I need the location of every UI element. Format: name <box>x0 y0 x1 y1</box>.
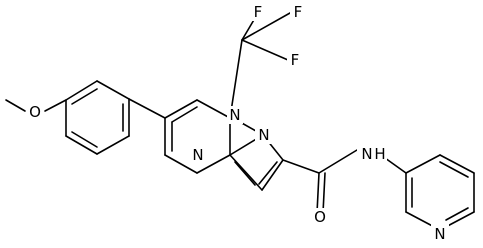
atom-n-amide: N <box>361 145 372 163</box>
atom-n-pyridine: N <box>434 225 445 243</box>
bond <box>96 135 130 155</box>
bond <box>439 154 475 174</box>
amide-group <box>282 149 407 214</box>
bond <box>71 131 98 148</box>
atom-n-pyrimidine: N <box>192 146 203 164</box>
atom-o-carbonyl: O <box>314 208 326 226</box>
bond <box>71 88 98 105</box>
bond <box>445 207 469 221</box>
bond <box>318 149 358 174</box>
atom-labels: F F F O N N N O N H N <box>26 3 449 243</box>
bond <box>384 157 407 174</box>
bond <box>241 12 291 41</box>
methoxy-group <box>5 99 67 112</box>
bond <box>196 99 231 119</box>
bond <box>164 99 198 119</box>
bond <box>282 159 320 174</box>
pyridine-ring <box>405 154 475 231</box>
bond <box>316 172 320 214</box>
bond <box>128 98 166 119</box>
bond <box>234 161 256 186</box>
bond <box>171 106 198 123</box>
trifluoromethyl-group <box>229 12 291 119</box>
atom-f-1: F <box>254 3 263 21</box>
bond <box>96 80 130 100</box>
bond <box>65 135 98 155</box>
bond <box>44 99 67 112</box>
bond <box>258 161 278 185</box>
atom-o-methoxy: O <box>29 103 41 121</box>
atom-h-amide: H <box>374 145 385 163</box>
bond <box>322 172 326 214</box>
bond <box>241 39 289 61</box>
bond <box>196 154 231 174</box>
bond <box>5 99 26 112</box>
atom-f-3: F <box>291 51 300 69</box>
bond <box>229 39 243 119</box>
bond <box>439 161 469 178</box>
atom-n-pyrazole: N <box>258 126 269 144</box>
bond <box>405 154 441 174</box>
bond <box>261 159 284 191</box>
methoxyphenyl-ring <box>65 80 130 155</box>
atom-f-2: F <box>294 3 303 21</box>
bond <box>229 154 263 191</box>
bond <box>65 80 98 101</box>
pyrimidine-ring <box>164 99 231 174</box>
bond <box>164 154 198 174</box>
atom-n-bridge: N <box>229 106 240 124</box>
